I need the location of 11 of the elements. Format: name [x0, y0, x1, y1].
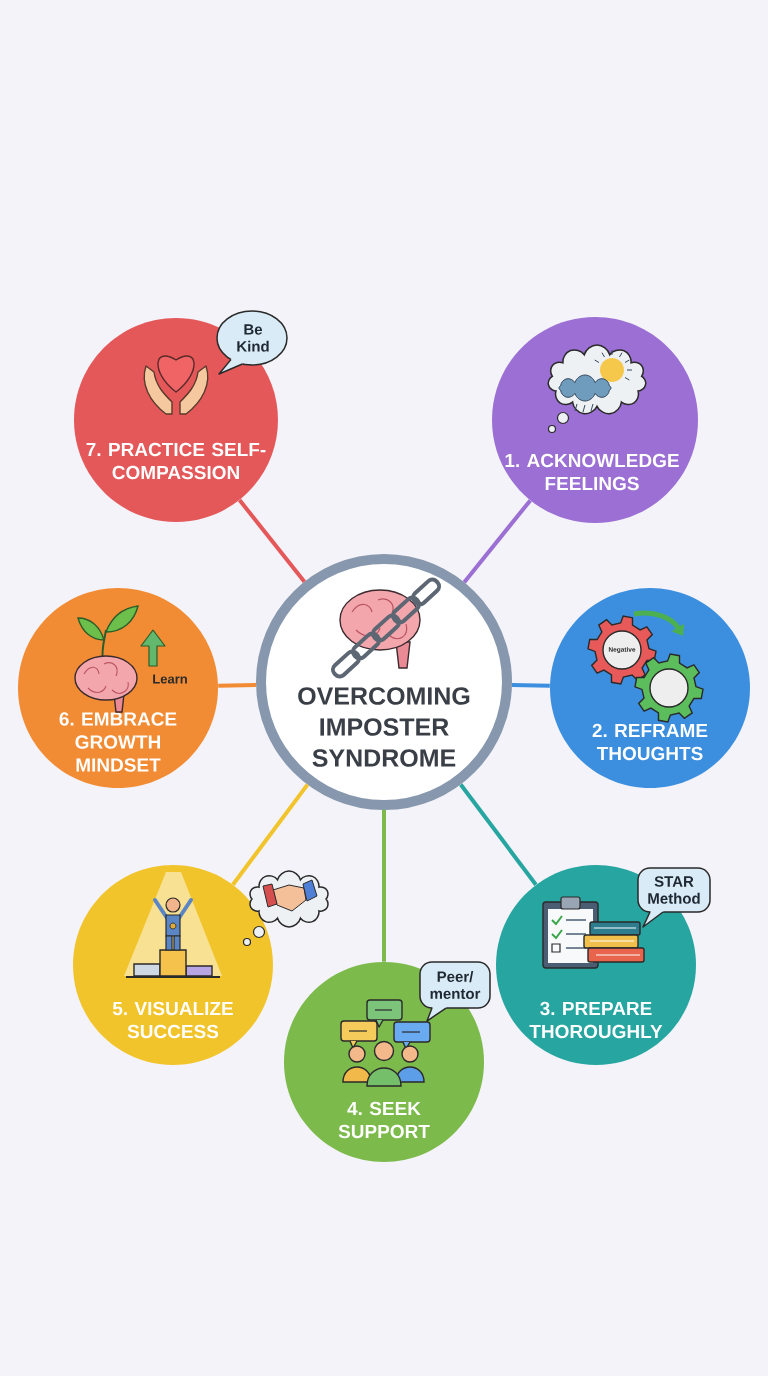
- speech-bubble: STAR Method: [637, 867, 711, 928]
- connector-line: [218, 682, 257, 688]
- connector-line: [231, 783, 310, 886]
- connector-line: [459, 783, 538, 886]
- connector-line: [382, 810, 386, 962]
- connector-line: [462, 499, 532, 584]
- speech-bubble: Peer/ mentor: [419, 961, 491, 1022]
- speech-bubble: Be Kind: [216, 310, 288, 375]
- connector-line: [511, 682, 550, 688]
- connector-line: [237, 498, 306, 583]
- icon-label: Learn: [153, 674, 187, 684]
